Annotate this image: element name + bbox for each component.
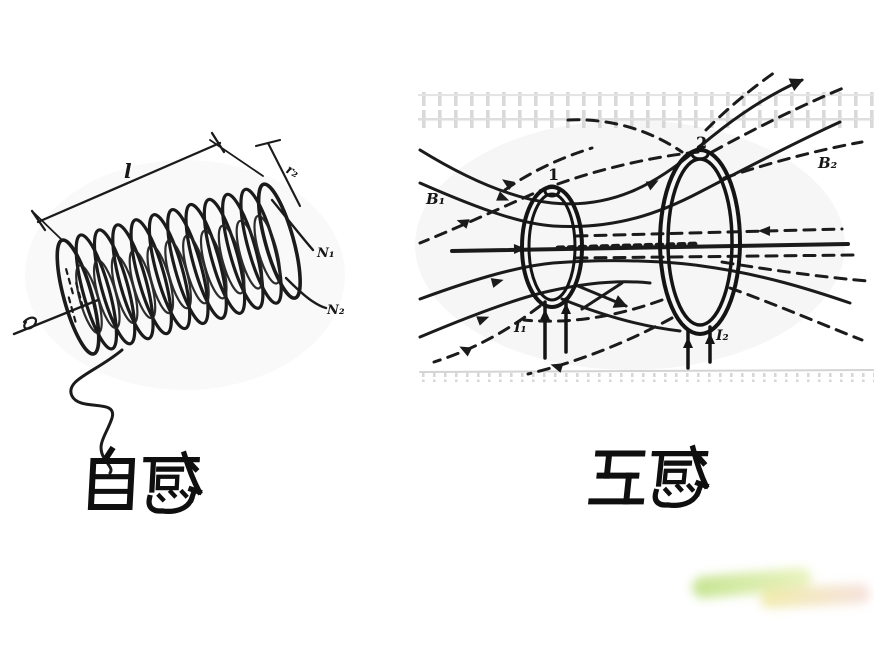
caption-mutual-inductance: 互感 [591,448,710,505]
dimension-line-radius [254,138,302,208]
label-winding-n2: N₂ [326,303,345,318]
scan-edge-top [418,92,874,128]
label-loop2-number: 2 [696,133,707,152]
dashed-arrowheads [456,179,771,373]
coil-loop-2 [658,147,742,370]
label-length: l [124,159,132,183]
label-loop1-number: 1 [548,165,559,184]
field-lines-dashed [418,68,870,376]
caption-self-inductance: 自感 [91,450,202,511]
coil-inner-turns [75,214,282,335]
dimension-line-length [30,131,264,241]
self-inductance-diagram: l r₂ N₁ N₂ [12,131,345,475]
current-arrows-loop1 [540,303,571,320]
label-current-i1: I₁ [513,320,527,336]
label-winding-n1: N₁ [316,246,335,261]
label-field-b1: B₁ [425,190,445,208]
solenoid-coil [55,182,302,356]
scan-edge-bottom [419,369,874,382]
label-field-b2: B₂ [817,154,838,172]
field-lines-solid [418,78,852,339]
solid-arrowheads [476,180,659,326]
coil-loop-1 [520,184,584,360]
coil-outer-turns [55,182,302,356]
coil-leads [270,198,328,310]
mutual-inductance-diagram: 1 2 B₁ B₂ I₁ I₂ [418,68,874,382]
label-current-i2: I₂ [715,328,729,344]
current-arrows-loop2 [683,333,715,348]
